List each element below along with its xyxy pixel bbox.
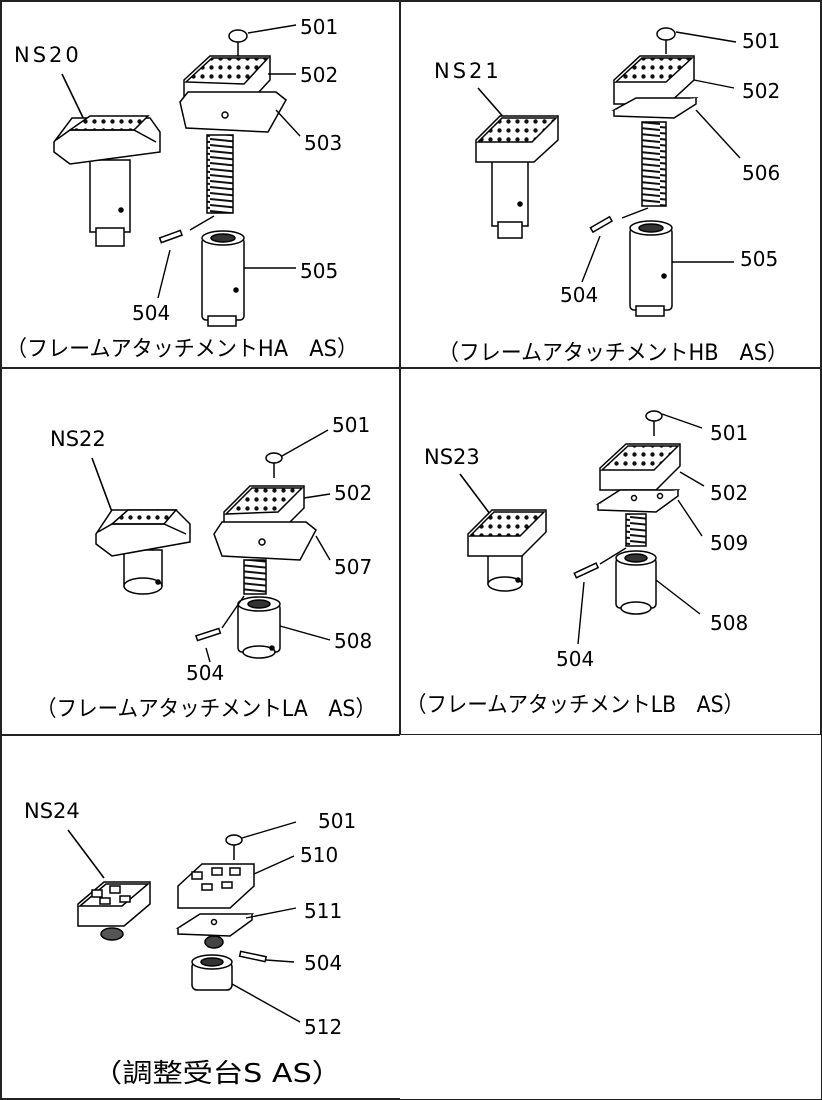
leader-line <box>477 87 507 121</box>
cell-ns23: NS23 <box>406 410 748 718</box>
part-number: 501 <box>710 421 748 445</box>
part-505-sleeve <box>201 230 245 327</box>
assembly-caption: （フレームアタッチメントLB AS） <box>406 693 744 718</box>
assembly-caption: （フレームアタッチメントLA AS） <box>36 697 376 722</box>
leader-line <box>91 457 113 513</box>
part-number: 501 <box>742 29 780 53</box>
part-threaded-stud <box>206 134 234 214</box>
assembly-caption: （調整受台S AS） <box>92 1059 342 1089</box>
part-number: 504 <box>556 647 594 671</box>
assembled-attachment <box>467 509 547 592</box>
assembly-caption: （フレームアタッチメントHB AS） <box>438 341 788 366</box>
empty-cell <box>400 735 821 1099</box>
callout-leaders <box>157 24 301 299</box>
part-505-sleeve <box>629 220 673 317</box>
part-503-bracket <box>179 91 287 133</box>
assembly-caption: （フレームアタッチメントHA AS） <box>6 337 358 362</box>
part-number: 501 <box>332 413 370 437</box>
part-502-pad <box>599 443 681 491</box>
cell-ns22: NS22 <box>36 413 376 722</box>
part-number: 506 <box>742 161 780 185</box>
part-number: 505 <box>740 247 778 271</box>
model-id: NS21 <box>434 59 502 83</box>
part-501-bolt <box>656 27 676 54</box>
assembled-adjuster <box>77 881 151 941</box>
part-number: 502 <box>742 79 780 103</box>
cell-ns24: NS24 <box>24 799 356 1089</box>
part-number: 504 <box>560 283 598 307</box>
part-threaded-stud <box>204 935 224 949</box>
callout-leaders <box>577 413 705 645</box>
part-number: 508 <box>334 629 372 653</box>
part-504-pin <box>238 950 268 963</box>
part-506-plate <box>611 97 699 119</box>
part-number: 508 <box>710 611 748 635</box>
part-508-sleeve <box>615 550 657 615</box>
part-number: 504 <box>132 301 170 325</box>
callout-leaders <box>231 821 301 1023</box>
leader-line <box>459 473 491 515</box>
part-number: 501 <box>318 809 356 833</box>
part-508-sleeve <box>237 596 281 659</box>
part-number: 512 <box>304 1015 342 1039</box>
model-id: NS24 <box>24 799 80 823</box>
part-504-pin <box>195 627 222 642</box>
assembled-attachment <box>475 115 559 239</box>
part-number: 504 <box>304 951 342 975</box>
part-threaded-stud <box>243 559 267 595</box>
part-number: 510 <box>300 843 338 867</box>
part-threaded-stud <box>625 513 647 547</box>
part-504-pin <box>158 229 183 244</box>
part-511-plate <box>175 913 255 937</box>
part-number: 502 <box>334 481 372 505</box>
part-501-bolt <box>645 410 663 436</box>
part-number: 504 <box>186 661 224 685</box>
cell-ns21: NS21 <box>434 27 788 366</box>
model-id: NS20 <box>14 43 82 67</box>
callout-leaders <box>581 31 741 283</box>
part-501-bolt <box>225 834 243 860</box>
model-id: NS22 <box>50 427 106 451</box>
part-504-pin <box>573 562 600 579</box>
part-507-bracket <box>213 521 317 561</box>
part-number: 502 <box>300 63 338 87</box>
part-number: 501 <box>300 15 338 39</box>
part-501-bolt <box>265 452 283 478</box>
part-512-nut <box>191 954 233 991</box>
assembled-attachment <box>95 509 191 595</box>
part-510-block <box>177 863 255 909</box>
part-number: 507 <box>334 555 372 579</box>
assembled-attachment <box>53 115 161 247</box>
part-number: 511 <box>304 899 342 923</box>
part-502-pad <box>223 485 305 533</box>
part-509-plate <box>595 489 681 513</box>
cell-ns20: NS20 <box>6 15 358 362</box>
part-502-pad <box>613 55 695 105</box>
part-number: 505 <box>300 259 338 283</box>
leader-line <box>67 829 105 879</box>
part-504-pin <box>589 215 614 234</box>
part-501-bolt <box>228 29 248 56</box>
model-id: NS23 <box>424 445 480 469</box>
part-threaded-stud <box>641 121 667 207</box>
part-number: 502 <box>710 481 748 505</box>
part-number: 503 <box>304 131 342 155</box>
part-number: 509 <box>710 531 748 555</box>
callout-leaders <box>205 429 331 663</box>
